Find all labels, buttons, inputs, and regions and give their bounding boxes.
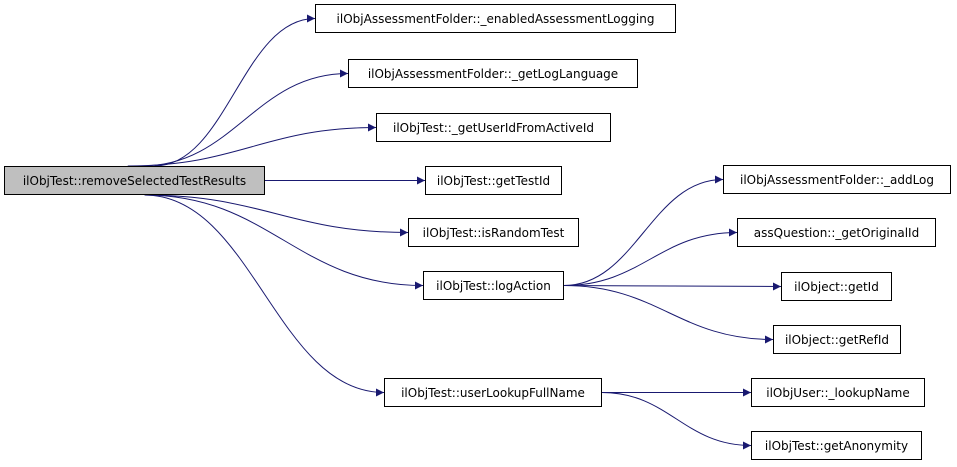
- node-get-id[interactable]: ilObject::getId: [781, 272, 892, 301]
- edge-log_action-to-get_original_id: [563, 228, 738, 286]
- edge-root-to-log_action: [144, 194, 424, 290]
- edge-log_action-to-get_ref_id: [563, 285, 774, 344]
- node-get-ref-id[interactable]: ilObject::getRefId: [773, 325, 901, 354]
- node-add-log[interactable]: ilObjAssessmentFolder::_addLog: [723, 165, 951, 194]
- node-get-anonymity[interactable]: ilObjTest::getAnonymity: [751, 431, 922, 460]
- node-enabled-assessment-logging[interactable]: ilObjAssessmentFolder::_enabledAssessmen…: [315, 4, 676, 33]
- node-is-random-test[interactable]: ilObjTest::isRandomTest: [408, 218, 579, 247]
- edge-log_action-to-get_id: [563, 282, 782, 291]
- edge-root-to-get_user_id: [127, 123, 377, 167]
- edge-root-to-enabled_logging: [154, 14, 316, 167]
- edge-log_action-to-add_log: [563, 175, 724, 286]
- edge-user_lookup_full_name-to-get_anonymity: [601, 392, 752, 450]
- edge-root-to-is_random_test: [144, 194, 409, 237]
- node-log-action[interactable]: ilObjTest::logAction: [423, 271, 564, 300]
- node-user-lookup-full-name[interactable]: ilObjTest::userLookupFullName: [384, 378, 602, 407]
- node-get-test-id[interactable]: ilObjTest::getTestId: [425, 166, 562, 195]
- node-get-user-id-from-active-id[interactable]: ilObjTest::_getUserIdFromActiveId: [376, 113, 611, 142]
- edge-root-to-get_log_language: [141, 69, 349, 167]
- node-remove-selected-test-results[interactable]: ilObjTest::removeSelectedTestResults: [4, 166, 265, 195]
- edge-root-to-user_lookup_full_name: [144, 194, 385, 397]
- node-get-original-id[interactable]: assQuestion::_getOriginalId: [737, 218, 936, 247]
- node-lookup-name[interactable]: ilObjUser::_lookupName: [751, 378, 925, 407]
- node-get-log-language[interactable]: ilObjAssessmentFolder::_getLogLanguage: [348, 59, 638, 88]
